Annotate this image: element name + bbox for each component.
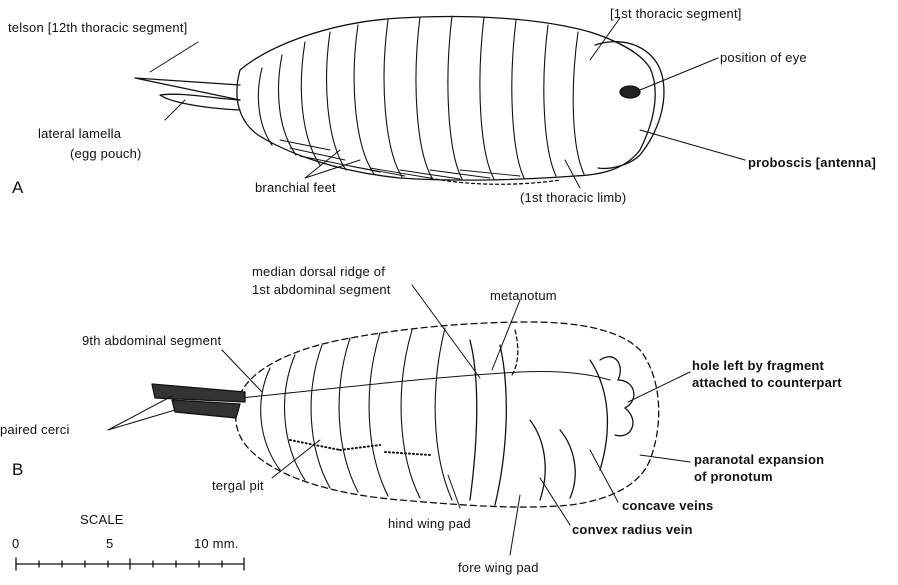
median-ridge-b bbox=[240, 371, 610, 398]
panel-label-a: A bbox=[12, 178, 23, 198]
specimen-b bbox=[108, 285, 690, 555]
label-telson: telson [12th thoracic segment] bbox=[8, 20, 187, 35]
label-fore-wing-pad: fore wing pad bbox=[458, 560, 539, 575]
label-concave-veins: concave veins bbox=[622, 498, 714, 513]
head-outline-a bbox=[595, 42, 664, 169]
label-median-ridge-line2: 1st abdominal segment bbox=[252, 282, 391, 297]
panel-label-b: B bbox=[12, 460, 23, 480]
telson-a bbox=[135, 78, 240, 100]
label-convex-radius-vein: convex radius vein bbox=[572, 522, 693, 537]
label-first-thoracic-limb: (1st thoracic limb) bbox=[520, 190, 626, 205]
scale-bar bbox=[16, 558, 244, 570]
label-egg-pouch: (egg pouch) bbox=[70, 146, 142, 161]
wing-pads-b bbox=[470, 330, 607, 505]
label-median-ridge-line1: median dorsal ridge of bbox=[252, 264, 385, 279]
scale-tick-0: 0 bbox=[12, 536, 19, 551]
label-hole-left-line2: attached to counterpart bbox=[692, 375, 842, 390]
leaders-a bbox=[150, 18, 745, 188]
label-branchial-feet: branchial feet bbox=[255, 180, 336, 195]
label-paired-cerci: paired cerci bbox=[0, 422, 70, 437]
label-paranotal-line2: of pronotum bbox=[694, 469, 773, 484]
cercus-lower-b bbox=[172, 400, 240, 418]
scale-title: SCALE bbox=[80, 512, 124, 527]
label-ninth-abdominal-segment: 9th abdominal segment bbox=[82, 333, 221, 348]
specimen-a bbox=[135, 16, 745, 188]
label-hole-left-line1: hole left by fragment bbox=[692, 358, 824, 373]
lamella-a bbox=[160, 94, 240, 110]
label-position-of-eye: position of eye bbox=[720, 50, 807, 65]
label-first-thoracic-segment: [1st thoracic segment] bbox=[610, 6, 742, 21]
body-outline-a bbox=[237, 17, 655, 181]
label-hind-wing-pad: hind wing pad bbox=[388, 516, 471, 531]
segment-arcs-a bbox=[258, 16, 584, 179]
label-proboscis: proboscis [antenna] bbox=[748, 155, 876, 170]
scale-tick-10: 10 mm. bbox=[194, 536, 239, 551]
leaders-b bbox=[108, 285, 690, 555]
label-tergal-pit: tergal pit bbox=[212, 478, 264, 493]
limb-dots-a bbox=[430, 178, 560, 184]
label-paranotal-line1: paranotal expansion bbox=[694, 452, 824, 467]
eye-a bbox=[620, 86, 640, 98]
scale-tick-5: 5 bbox=[106, 536, 113, 551]
segment-arcs-b bbox=[261, 328, 452, 500]
label-metanotum: metanotum bbox=[490, 288, 557, 303]
body-outline-b bbox=[236, 322, 659, 507]
label-lateral-lamella: lateral lamella bbox=[38, 126, 121, 141]
